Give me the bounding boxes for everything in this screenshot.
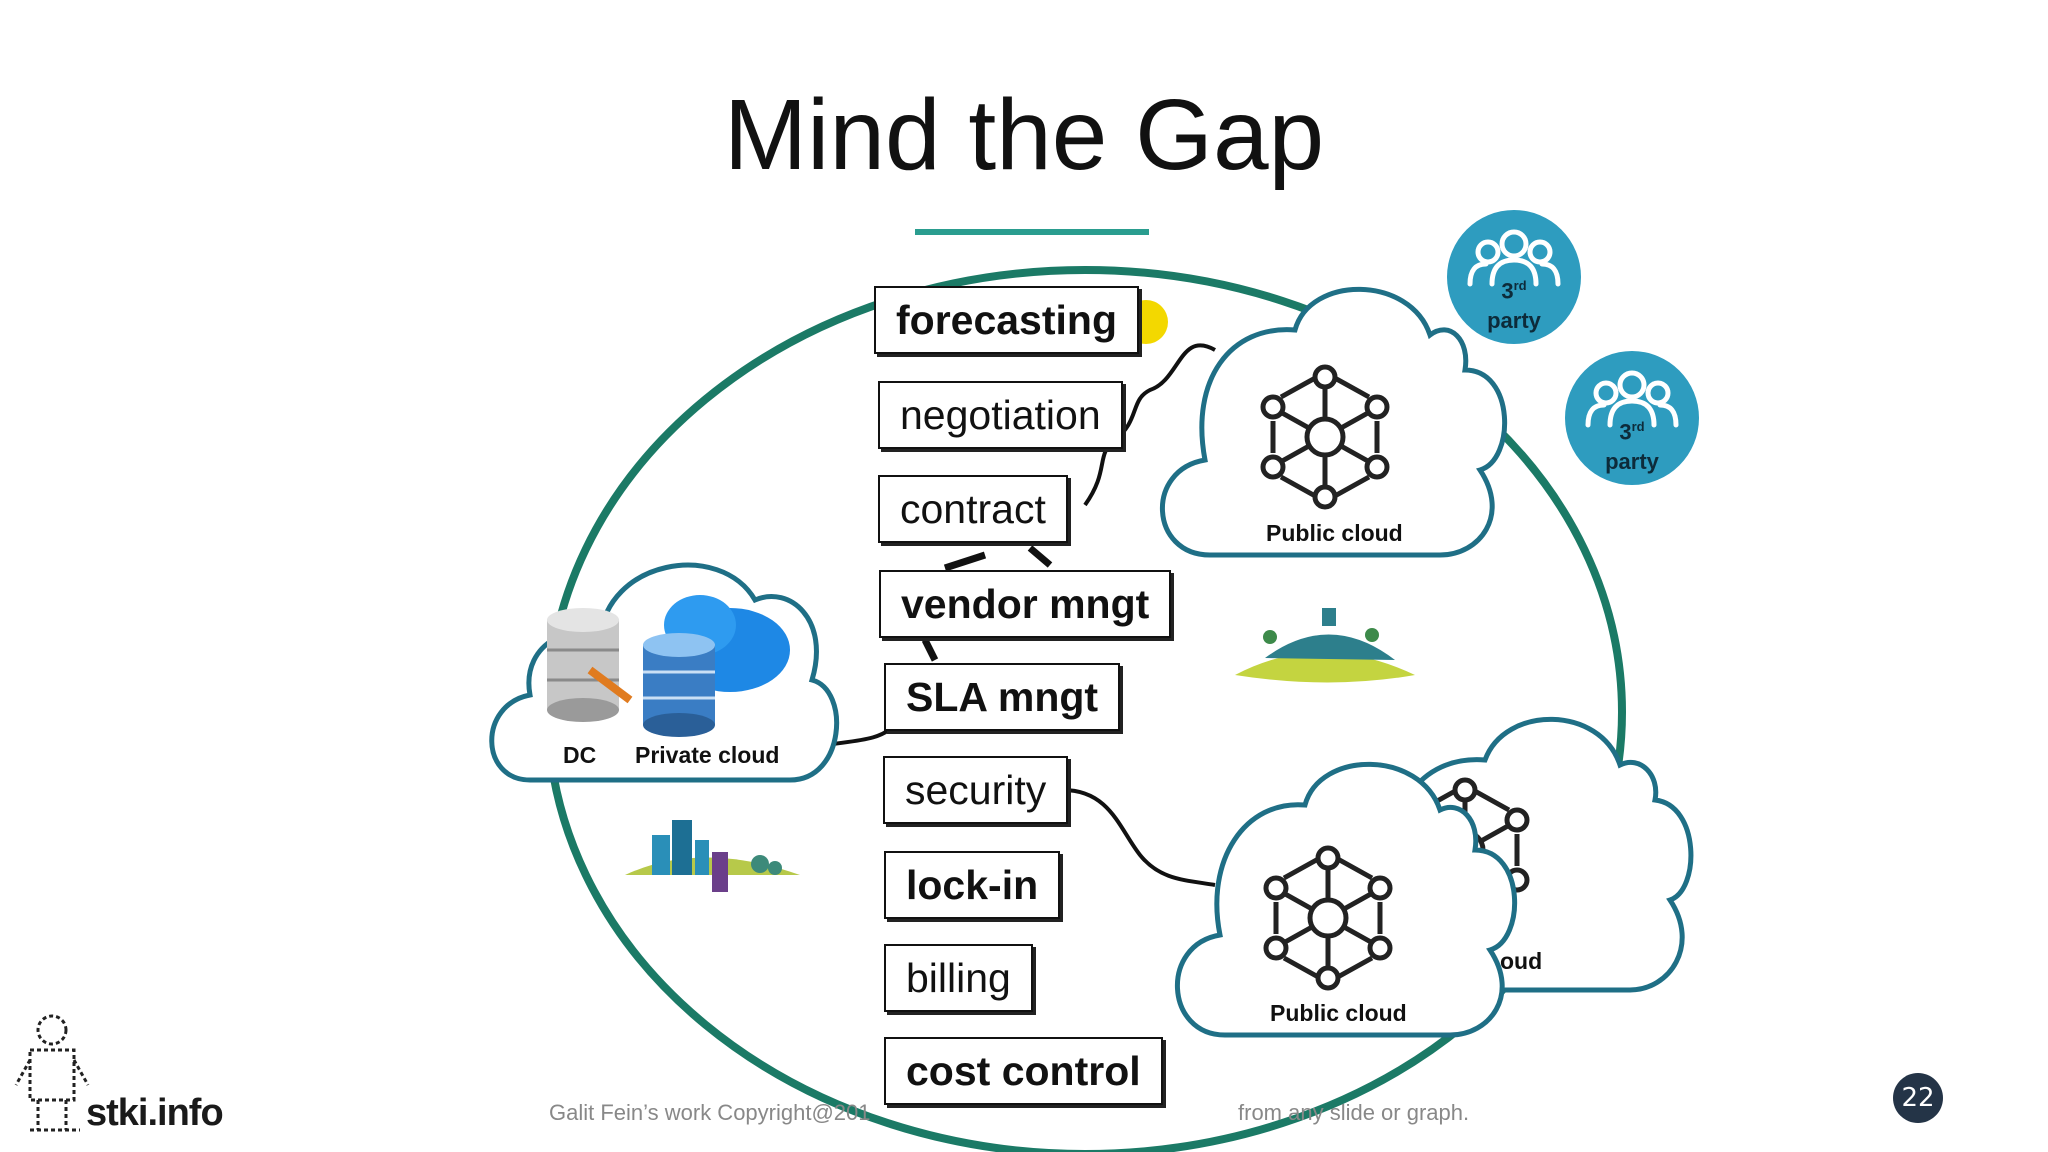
gap-item-vendor-mngt: vendor mngt [879, 570, 1172, 638]
gap-item-lock-in: lock-in [884, 851, 1061, 919]
hill-landscape-icon [1235, 608, 1415, 683]
gap-item-billing: billing [884, 944, 1033, 1012]
badge-ordinal: 3rd [1501, 278, 1527, 304]
database-icon [547, 608, 633, 722]
stki-logo[interactable]: stki.info [86, 1092, 224, 1134]
logo-figure-icon [14, 1014, 90, 1132]
gap-item-negotiation: negotiation [878, 381, 1123, 449]
public-cloud-back-label: oud [1500, 948, 1543, 974]
gap-item-sla-mngt: SLA mngt [884, 663, 1121, 731]
gap-item-security: security [883, 756, 1069, 824]
server-cloud-icon [643, 595, 790, 737]
copyright-footer: Galit Fein’s work Copyright@201 [549, 1100, 871, 1125]
badge-party-label: party [1605, 449, 1659, 474]
connector-curve-public-top [1083, 343, 1216, 507]
badge-ordinal: 3rd [1619, 419, 1645, 445]
third-party-badge: 3rd party [1565, 351, 1699, 485]
gap-item-forecasting: forecasting [874, 286, 1139, 354]
gap-item-contract: contract [878, 475, 1068, 543]
cityscape-icon [625, 820, 800, 892]
public-cloud-top-label: Public cloud [1266, 520, 1403, 546]
page-number-badge: 22 [1893, 1073, 1943, 1123]
private-cloud-label: Private cloud [635, 742, 780, 768]
connector-curve-security [1062, 788, 1216, 887]
copyright-footer-tail: from any slide or graph. [1238, 1100, 1470, 1125]
public-cloud-front-shape [1174, 761, 1518, 1038]
title-underline [915, 229, 1149, 235]
slide-title: Mind the Gap [723, 79, 1325, 191]
badge-party-label: party [1487, 308, 1541, 333]
gap-item-cost-control: cost control [884, 1037, 1163, 1105]
third-party-badge: 3rd party [1447, 210, 1581, 344]
connector-fragment [921, 545, 1053, 662]
dc-label: DC [563, 742, 597, 768]
public-cloud-front-label: Public cloud [1270, 1000, 1407, 1026]
